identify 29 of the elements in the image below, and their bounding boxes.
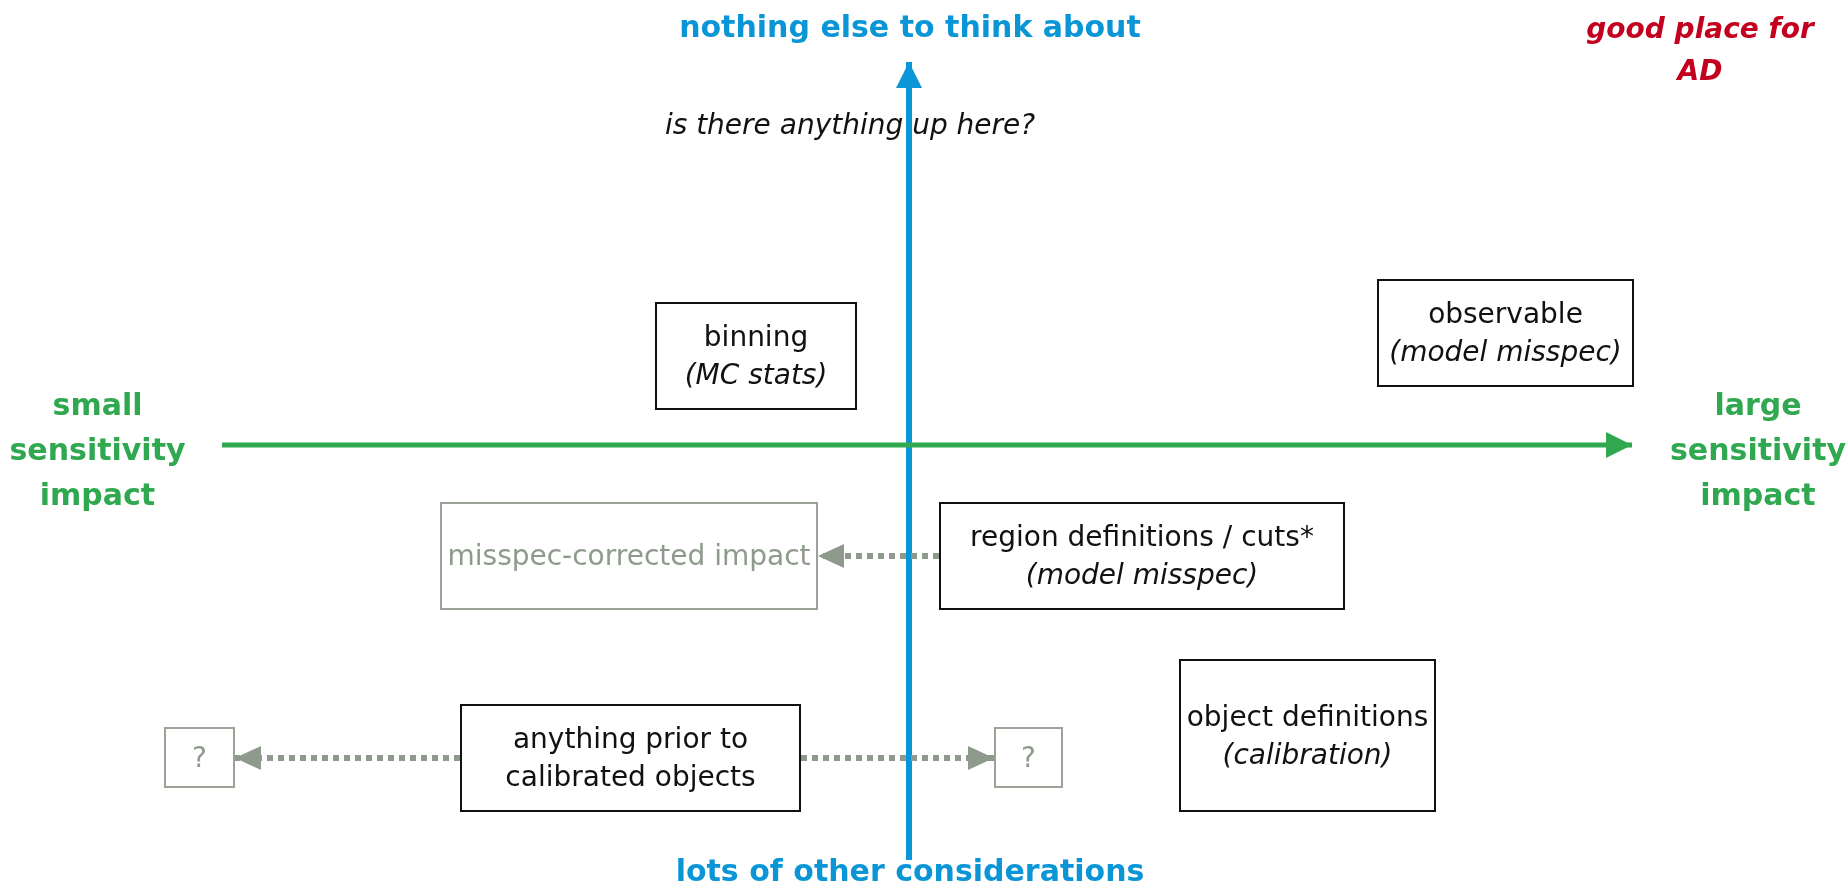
axis-label: lots of other considerations — [674, 852, 1146, 885]
axis-label: small sensitivity impact — [8, 386, 187, 514]
box-text: misspec-corrected impact — [447, 538, 811, 575]
faded-box — [164, 727, 235, 788]
box-text: binning — [703, 319, 809, 356]
dotted-arrow — [818, 544, 939, 568]
faded-box — [440, 502, 818, 610]
box-text: object definitions — [1186, 698, 1429, 735]
concept-box — [1377, 279, 1634, 387]
concept-box — [1179, 659, 1436, 812]
dotted-arrow — [801, 746, 994, 770]
box-text: (model misspec) — [1389, 334, 1622, 370]
box-text: (MC stats) — [684, 357, 828, 393]
dotted-arrow — [235, 746, 460, 770]
concept-box — [939, 502, 1345, 610]
concept-box — [460, 704, 801, 812]
box-text: region definitions / cuts* — [970, 519, 1314, 556]
box-text: ? — [1021, 739, 1036, 776]
axis-label: nothing else to think about — [678, 8, 1142, 46]
box-text: anything prior to calibrated objects — [504, 721, 757, 795]
axis-label: large sensitivity impact — [1668, 386, 1848, 514]
box-text: ? — [192, 739, 207, 776]
box-text: (calibration) — [1222, 736, 1393, 773]
question-text: is there anything up here? — [663, 107, 1037, 143]
box-text: (model misspec) — [1025, 557, 1259, 593]
box-text: observable — [1428, 296, 1583, 333]
concept-box — [655, 302, 857, 410]
annotation-text: good place for AD — [1585, 11, 1817, 89]
faded-box — [994, 727, 1063, 788]
